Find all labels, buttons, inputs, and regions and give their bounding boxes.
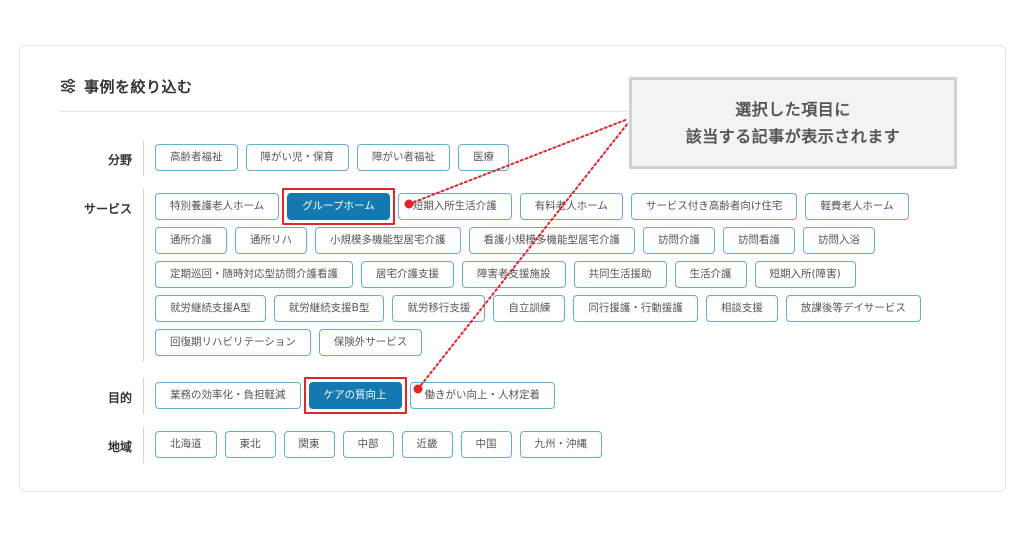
filter-row-divider	[143, 188, 144, 362]
filter-label-field: 分野	[107, 153, 132, 167]
filter-tag[interactable]: 訪問入浴	[803, 227, 875, 254]
filter-tag[interactable]: 中国	[460, 431, 512, 458]
selected-highlight-frame: グループホーム	[282, 188, 395, 225]
filter-tag[interactable]: 障がい者福祉	[357, 144, 450, 171]
filter-tag[interactable]: 有料老人ホーム	[519, 193, 623, 220]
filter-tag[interactable]: 回復期リハビリテーション	[155, 329, 311, 356]
filter-tag[interactable]: 定期巡回・随時対応型訪問介護看護	[155, 261, 353, 288]
filter-tag[interactable]: 医療	[458, 144, 509, 171]
filter-tag[interactable]: 居宅介護支援	[361, 261, 454, 288]
filter-tag[interactable]: 障害者支援施設	[462, 261, 566, 288]
filter-tag[interactable]: 同行援護・行動援護	[573, 295, 698, 322]
filter-label-region: 地域	[107, 440, 132, 454]
filter-row-divider	[143, 378, 144, 414]
filter-tag[interactable]: 東北	[224, 431, 276, 458]
filter-tag[interactable]: 就労移行支援	[392, 295, 486, 322]
filter-tag[interactable]: 働きがい向上・人材定着	[409, 382, 555, 409]
selected-highlight-frame: ケアの質向上	[303, 377, 407, 414]
filter-tag[interactable]: 通所リハ	[235, 227, 307, 254]
filter-tag[interactable]: 自立訓練	[493, 295, 566, 322]
filter-tag[interactable]: 九州・沖縄	[519, 431, 602, 458]
filter-tag[interactable]: 看護小規模多機能型居宅介護	[468, 227, 635, 254]
filter-tag[interactable]: 業務の効率化・負担軽減	[155, 382, 301, 409]
filter-row-divider	[143, 140, 144, 176]
callout-line-2: 該当する記事が表示されます	[685, 127, 901, 146]
panel-header: 事例を絞り込む	[60, 72, 193, 100]
filter-tag[interactable]: 障がい児・保育	[245, 144, 349, 171]
filter-sliders-icon	[60, 79, 76, 93]
filter-tag[interactable]: 特別養護老人ホーム	[155, 193, 280, 220]
filter-tag[interactable]: 保険外サービス	[318, 329, 423, 356]
filter-tag[interactable]: 中部	[342, 431, 394, 458]
filter-tag[interactable]: 相談支援	[705, 295, 778, 322]
filter-tag[interactable]: 高齢者福祉	[155, 144, 238, 171]
filter-tag[interactable]: 軽費老人ホーム	[805, 193, 909, 220]
filter-tag[interactable]: ケアの質向上	[308, 382, 402, 409]
filter-tag[interactable]: 関東	[283, 431, 335, 458]
filter-tag[interactable]: 訪問介護	[643, 227, 715, 254]
filter-tag[interactable]: 生活介護	[674, 261, 747, 288]
callout-line-1: 選択した項目に	[735, 100, 851, 119]
filter-tag[interactable]: 短期入所(障害)	[754, 261, 856, 288]
tag-list-purpose: 業務の効率化・負担軽減ケアの質向上働きがい向上・人材定着	[155, 377, 955, 414]
filter-tag[interactable]: 近畿	[401, 431, 453, 458]
callout-box: 選択した項目に 該当する記事が表示されます	[629, 77, 957, 169]
header-divider	[60, 111, 628, 112]
filter-tag[interactable]: 北海道	[155, 431, 217, 458]
filter-tag[interactable]: 訪問看護	[723, 227, 795, 254]
filter-tag[interactable]: 就労継続支援B型	[273, 295, 385, 322]
filter-row-divider	[143, 427, 144, 463]
filter-tag[interactable]: グループホーム	[287, 193, 390, 220]
filter-label-service: サービス	[83, 202, 132, 216]
filter-tag[interactable]: 短期入所生活介護	[397, 193, 512, 220]
filter-tag[interactable]: サービス付き高齢者向け住宅	[630, 193, 798, 220]
tag-list-service: 特別養護老人ホームグループホーム短期入所生活介護有料老人ホームサービス付き高齢者…	[155, 188, 955, 356]
tag-list-region: 北海道東北関東中部近畿中国九州・沖縄	[155, 431, 955, 458]
filter-tag[interactable]: 小規模多機能型居宅介護	[315, 227, 461, 254]
filter-tag[interactable]: 放課後等デイサービス	[785, 295, 921, 322]
filter-tag[interactable]: 共同生活援助	[573, 261, 667, 288]
filter-tag[interactable]: 就労継続支援A型	[155, 295, 266, 322]
filter-tag[interactable]: 通所介護	[155, 227, 227, 254]
page-title: 事例を絞り込む	[84, 77, 193, 96]
filter-label-purpose: 目的	[107, 391, 132, 405]
